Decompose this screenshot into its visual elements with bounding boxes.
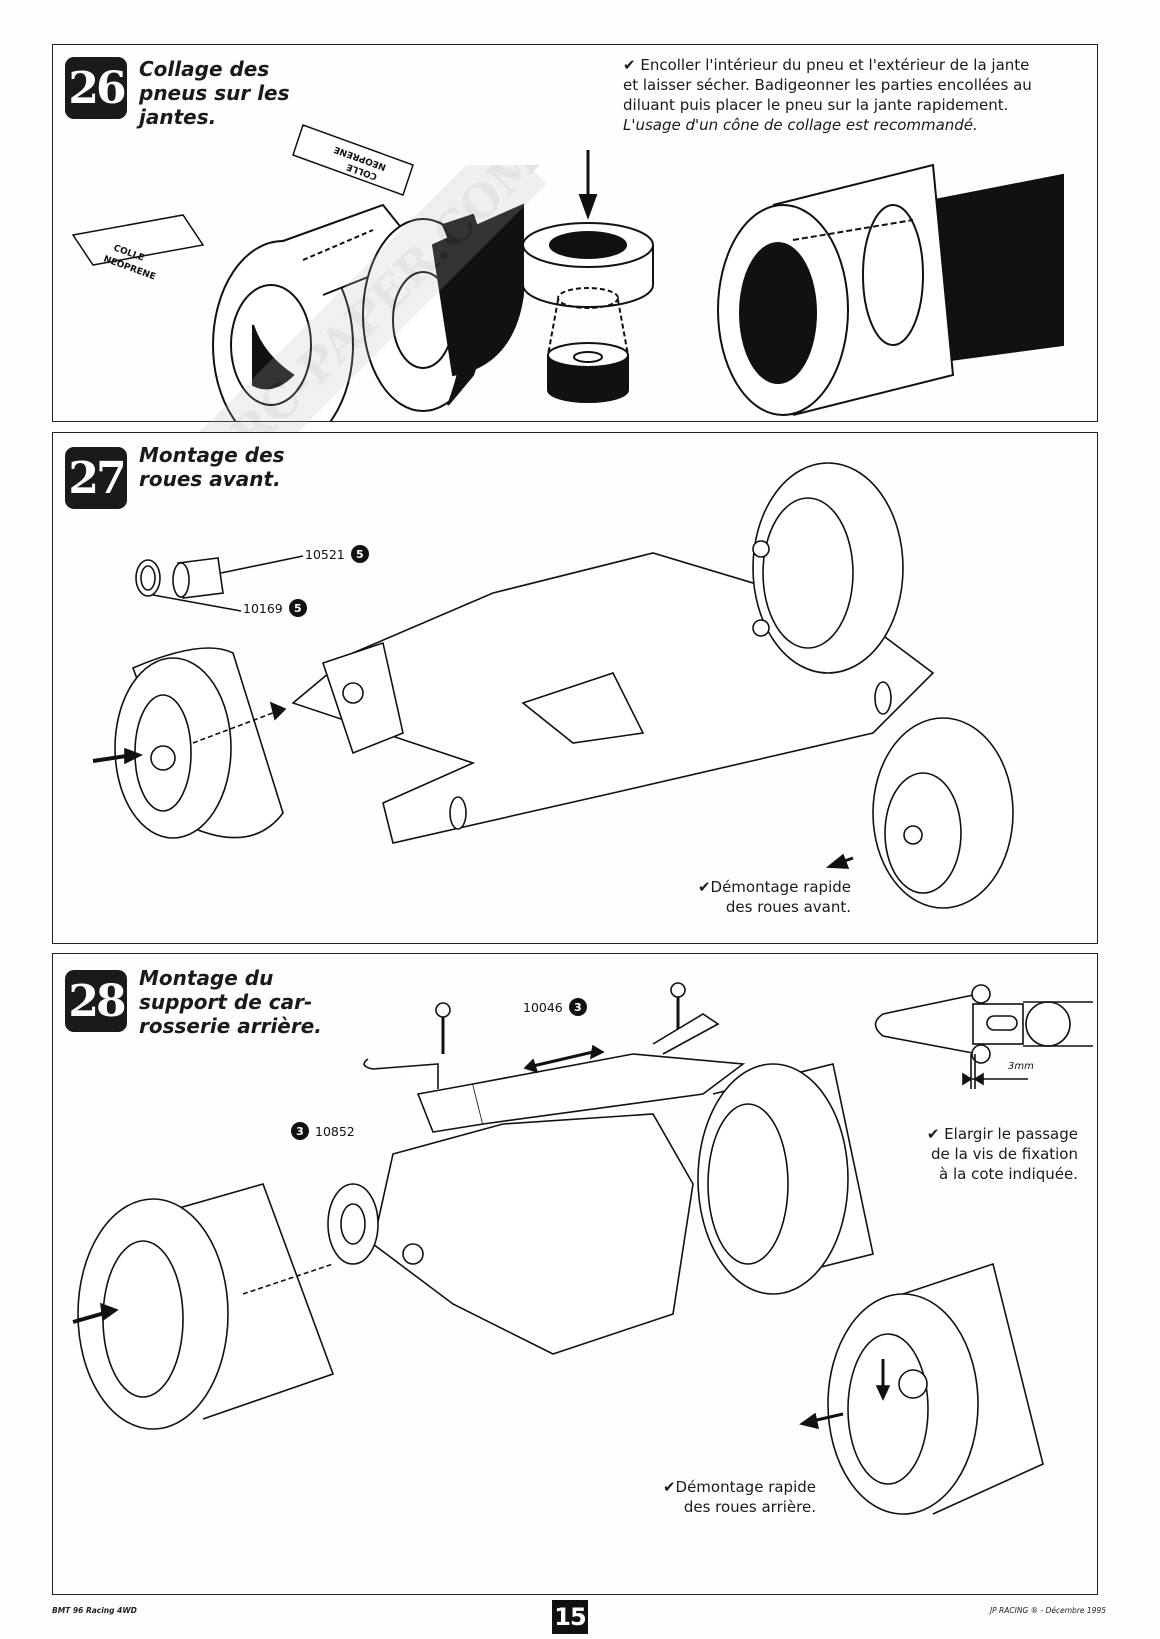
quantity-badge: 3 xyxy=(291,1122,309,1140)
note-line: à la cote indiquée. xyxy=(938,1165,1078,1183)
tire-gluing-illustration: COLLE NEOPRENE COLLE NEOPRENE xyxy=(71,124,1064,421)
part-number: 10521 xyxy=(305,546,345,562)
note-line: des roues arrière. xyxy=(683,1498,816,1516)
gluing-cone-drawing xyxy=(522,150,654,403)
title-line: roues avant. xyxy=(139,467,281,491)
step-title: Collage des pneus sur les jantes. xyxy=(139,57,290,129)
quantity-badge: 5 xyxy=(350,545,369,563)
step-number: 27 xyxy=(65,447,127,509)
dimension-label: 3mm xyxy=(1008,1061,1034,1072)
title-line: pneus sur les xyxy=(139,81,290,105)
step-27-panel: 27 Montage des roues avant. 10521 5 1016… xyxy=(52,432,1098,944)
note-line: des roues avant. xyxy=(725,898,851,916)
rear-tire-right-drawing xyxy=(799,1262,1044,1515)
title-line: rosserie arrière. xyxy=(139,1014,322,1038)
step-number: 28 xyxy=(65,970,127,1032)
note-line: et laisser sécher. Badigeonner les parti… xyxy=(623,76,1032,94)
step-number: 26 xyxy=(65,57,127,119)
front-tire-left-drawing xyxy=(92,647,287,839)
quantity-badge: 5 xyxy=(288,599,307,617)
front-wheel-assembly-illustration xyxy=(92,462,1014,909)
part-number: 10046 xyxy=(523,999,563,1015)
part-ref: 10852 3 xyxy=(291,1122,355,1140)
rear-tire-right-drawing xyxy=(825,717,1014,909)
body-mount-drawing xyxy=(363,982,746,1133)
step-28-panel: 28 Montage du support de car- rosserie a… xyxy=(52,953,1098,1595)
step-26-panel: 26 Collage des pneus sur les jantes. ✔ E… xyxy=(52,44,1098,509)
tire-left-drawing xyxy=(212,203,524,421)
part-number: 10852 xyxy=(315,1123,355,1139)
title-line: Collage des xyxy=(139,57,270,81)
note-line: ✔ Encoller l'intérieur du pneu et l'exté… xyxy=(623,56,1030,74)
footer-model: BMT 96 Racing 4WD xyxy=(52,1606,137,1615)
glue-tube-left: COLLE NEOPRENE xyxy=(71,214,205,283)
step-26-note: ✔ Encoller l'intérieur du pneu et l'exté… xyxy=(623,55,1093,135)
note-italic: L'usage d'un cône de collage est recomma… xyxy=(623,116,978,134)
quantity-badge: 3 xyxy=(568,998,587,1016)
hardware-parts-drawing xyxy=(135,555,304,612)
front-tire-right-drawing xyxy=(752,462,904,674)
title-line: Montage des xyxy=(139,443,285,467)
rear-tire-back-drawing xyxy=(697,1063,874,1295)
quick-removal-note: ✔Démontage rapide des roues avant. xyxy=(681,877,851,917)
title-line: support de car- xyxy=(139,990,313,1014)
widen-hole-note: ✔ Elargir le passage de la vis de fixati… xyxy=(893,1124,1078,1184)
step-title: Montage des roues avant. xyxy=(139,443,285,491)
title-line: jantes. xyxy=(139,105,217,129)
rear-body-mount-illustration xyxy=(72,982,1093,1515)
rear-tire-left-drawing xyxy=(72,1183,335,1430)
rear-axle-drawing xyxy=(327,1113,694,1355)
part-ref: 10521 5 xyxy=(305,545,369,563)
page-number: 15 xyxy=(552,1600,588,1634)
tire-on-rim-drawing xyxy=(717,163,1064,416)
footer-publisher: JP RACING ® - Décembre 1995 xyxy=(989,1606,1106,1615)
note-line: ✔Démontage rapide xyxy=(662,1478,816,1496)
note-line: de la vis de fixation xyxy=(930,1145,1078,1163)
glue-tube-right: COLLE NEOPRENE xyxy=(292,124,414,196)
title-line: Montage du xyxy=(139,966,274,990)
part-number: 10169 xyxy=(243,600,283,616)
part-ref: 10169 5 xyxy=(243,599,307,617)
note-line: ✔Démontage rapide xyxy=(697,878,851,896)
note-line: diluant puis placer le pneu sur la jante… xyxy=(623,96,1009,114)
step-title: Montage du support de car- rosserie arri… xyxy=(139,966,322,1038)
quick-removal-note: ✔Démontage rapide des roues arrière. xyxy=(641,1477,816,1517)
detail-inset-drawing xyxy=(874,984,1093,1089)
note-line: ✔ Elargir le passage xyxy=(926,1125,1078,1143)
part-ref: 10046 3 xyxy=(523,998,587,1016)
